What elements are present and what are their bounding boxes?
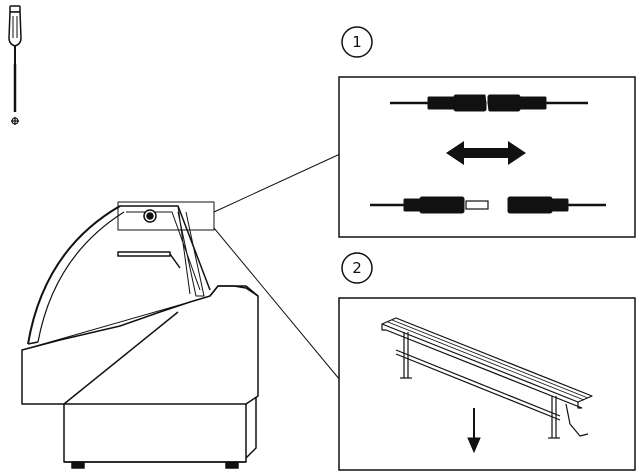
step-1-badge: 1 (341, 26, 373, 58)
down-arrow-icon (467, 408, 481, 454)
counter-foot-left (71, 461, 85, 469)
counter-foot-right (225, 461, 239, 469)
counter-base (63, 404, 247, 463)
curved-glass-outer (27, 205, 121, 345)
shelf-removal-icon (381, 317, 593, 439)
connector-disconnected (370, 196, 606, 214)
phillips-tip-icon (11, 117, 19, 125)
step-1-panel (338, 76, 636, 238)
connector-connected (390, 94, 588, 112)
display-counter (21, 201, 259, 469)
counter-body (21, 285, 259, 405)
callout-box (117, 201, 215, 231)
double-arrow-icon (446, 141, 526, 165)
callout-lines (213, 153, 341, 381)
step-2-panel (338, 297, 636, 471)
screwdriver-icon (8, 5, 22, 112)
step-2-number: 2 (352, 259, 362, 277)
step-2-badge: 2 (341, 252, 373, 284)
curved-glass-inner (37, 211, 125, 343)
step-1-number: 1 (352, 33, 362, 51)
counter-shelf (117, 251, 171, 257)
